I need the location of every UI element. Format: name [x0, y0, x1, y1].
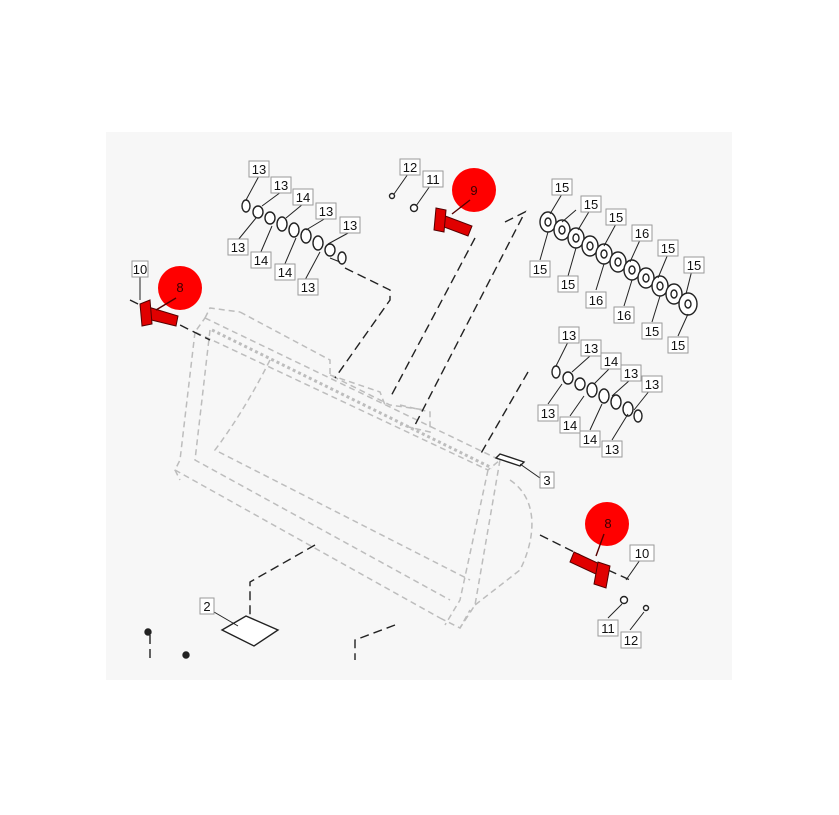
- label-16: 16: [617, 308, 631, 323]
- plate-part-3: [494, 453, 526, 467]
- label-13: 13: [252, 162, 266, 177]
- label-14: 14: [278, 265, 292, 280]
- pad-part-2: [220, 615, 280, 647]
- label-13: 13: [541, 406, 555, 421]
- label-13: 13: [584, 341, 598, 356]
- label-14: 14: [254, 253, 268, 268]
- pin-9-top: [433, 207, 473, 237]
- badge-label-8-right: 8: [604, 516, 611, 531]
- label-2: 2: [203, 599, 210, 614]
- label-16: 16: [635, 226, 649, 241]
- label-14: 14: [583, 432, 597, 447]
- label-15: 15: [661, 241, 675, 256]
- label-3: 3: [543, 473, 550, 488]
- label-15: 15: [687, 258, 701, 273]
- callout-badge-8-left: [158, 266, 202, 310]
- fasteners: [144, 192, 650, 659]
- label-11: 11: [601, 621, 615, 636]
- label-15: 15: [584, 197, 598, 212]
- label-11: 11: [426, 172, 440, 187]
- hardware-chain-mid: [551, 365, 643, 423]
- pin-8-right: [569, 551, 611, 589]
- label-boxes: [131, 158, 705, 649]
- label-12: 12: [403, 160, 417, 175]
- label-texts: 13 13 14 13 13 13 14 14 13 12 11 15 15 1…: [133, 160, 701, 648]
- badge-label-8-left: 8: [176, 280, 183, 295]
- label-10: 10: [133, 262, 147, 277]
- label-10: 10: [635, 546, 649, 561]
- callout-badge-8-right: [585, 502, 629, 546]
- callout-badge-9: [452, 168, 496, 212]
- connector-lines: [129, 210, 631, 662]
- label-16: 16: [589, 293, 603, 308]
- callout-leaders: [139, 173, 693, 631]
- label-15: 15: [609, 210, 623, 225]
- hardware-chain-top: [241, 199, 347, 265]
- label-15: 15: [533, 262, 547, 277]
- label-13: 13: [343, 218, 357, 233]
- label-14: 14: [604, 354, 618, 369]
- label-12: 12: [624, 633, 638, 648]
- label-13: 13: [624, 366, 638, 381]
- badge-label-9: 9: [470, 183, 477, 198]
- pin-8-left: [139, 299, 179, 327]
- bucket-outline: [174, 307, 533, 629]
- label-15: 15: [645, 324, 659, 339]
- label-13: 13: [231, 240, 245, 255]
- label-13: 13: [645, 377, 659, 392]
- label-15: 15: [555, 180, 569, 195]
- label-15: 15: [671, 338, 685, 353]
- label-15: 15: [561, 277, 575, 292]
- label-13: 13: [301, 280, 315, 295]
- label-13: 13: [562, 328, 576, 343]
- callout-leaders-red: [155, 199, 605, 557]
- label-13: 13: [605, 442, 619, 457]
- washer-stack: [539, 211, 698, 316]
- label-14: 14: [563, 418, 577, 433]
- label-13: 13: [319, 204, 333, 219]
- label-13: 13: [274, 178, 288, 193]
- bucket-cutting-edge: [211, 328, 493, 470]
- label-14: 14: [296, 190, 310, 205]
